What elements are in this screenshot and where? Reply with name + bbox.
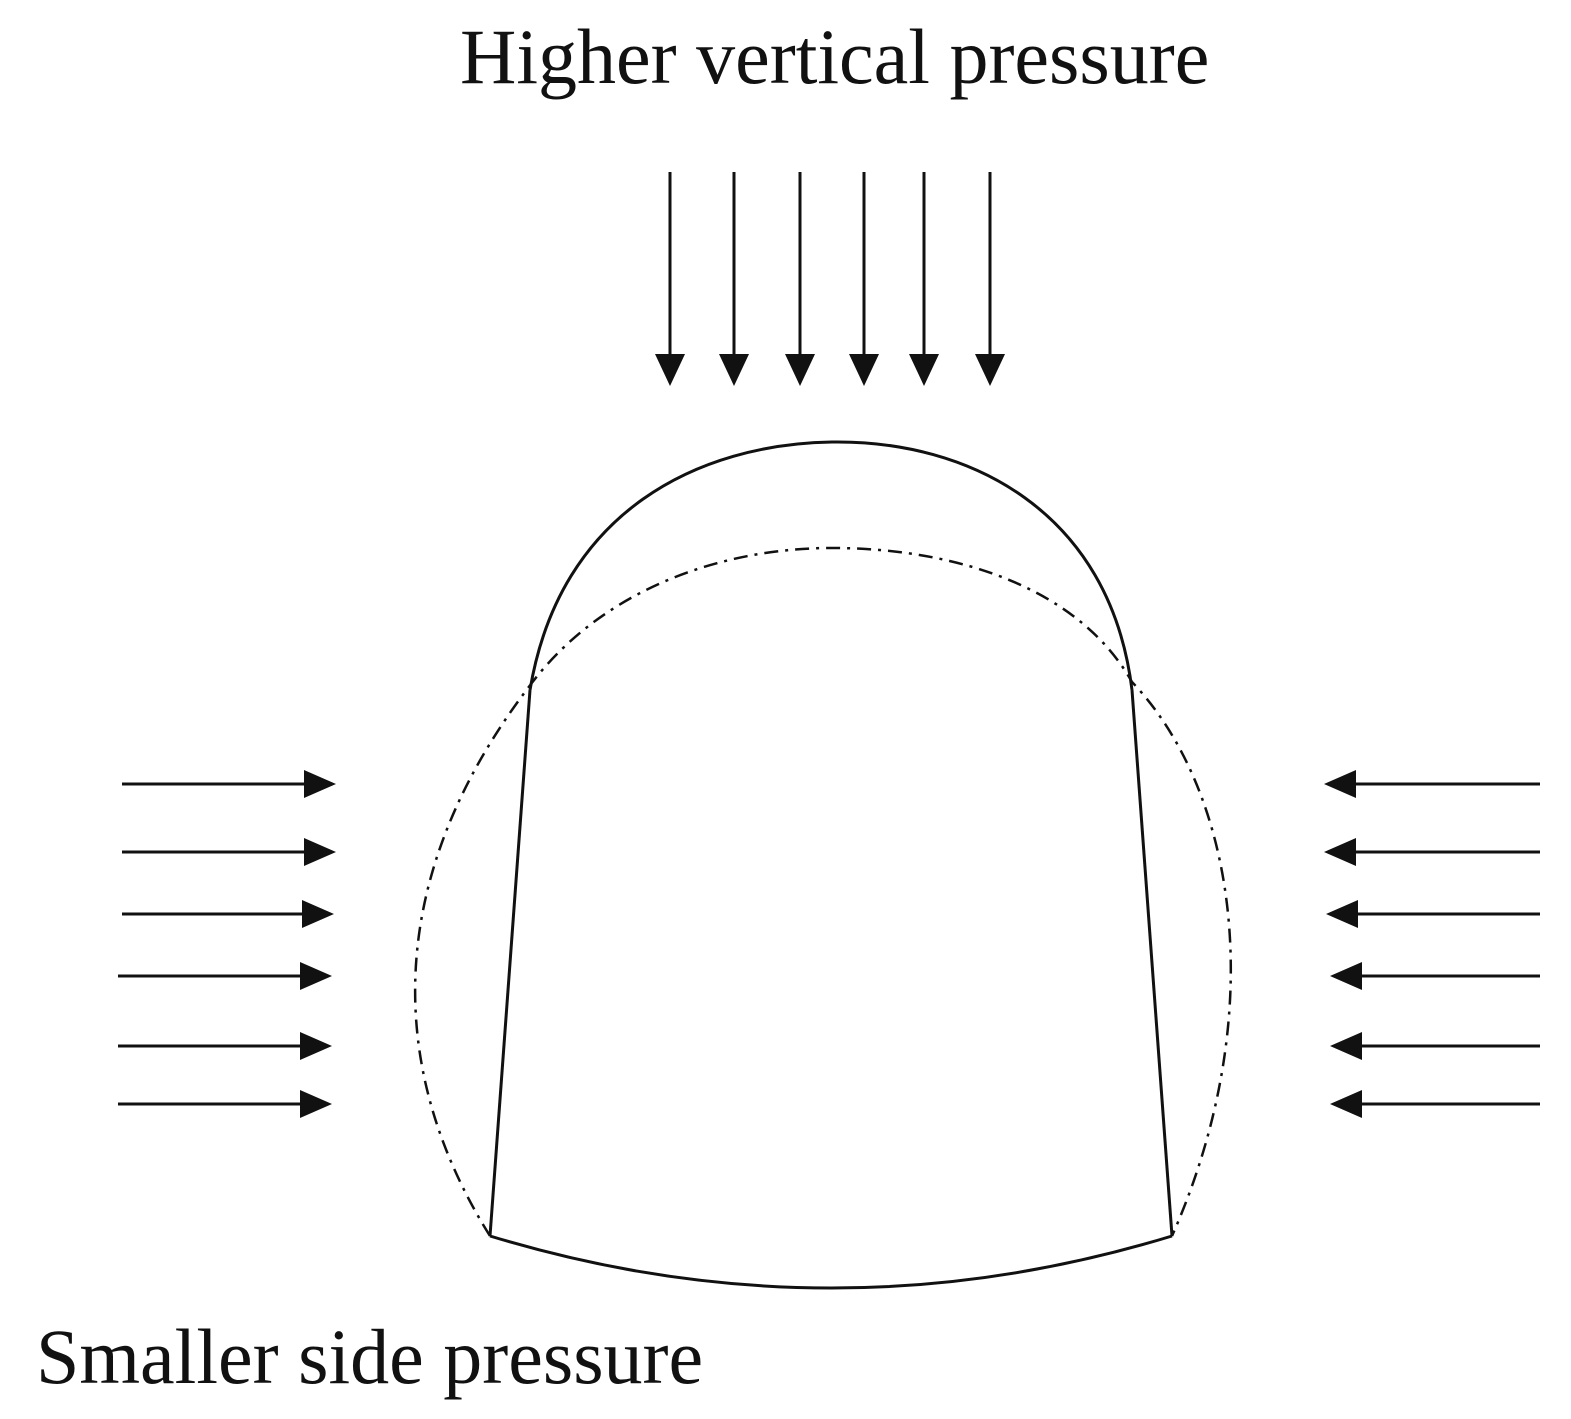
vertical-pressure-arrows [655, 172, 1005, 386]
side-pressure-arrow [122, 838, 336, 866]
vertical-pressure-label: Higher vertical pressure [460, 13, 1210, 100]
side-pressure-arrow [118, 1090, 332, 1118]
side-pressure-arrow [118, 962, 332, 990]
side-pressure-arrow [122, 900, 334, 928]
side-pressure-arrow [1326, 900, 1540, 928]
vertical-pressure-arrow [909, 172, 939, 386]
right-side-pressure-arrows [1324, 770, 1540, 1118]
original-section-outline [413, 546, 1233, 1237]
tunnel-crown-arch [528, 440, 1134, 691]
side-pressure-arrow [1330, 1032, 1540, 1060]
tunnel-right-wall [1130, 689, 1174, 1237]
side-pressure-label: Smaller side pressure [36, 1313, 704, 1400]
side-pressure-arrow [1324, 770, 1540, 798]
side-pressure-arrow [1324, 838, 1540, 866]
side-pressure-arrow [118, 1032, 332, 1060]
side-pressure-arrow [1330, 1090, 1540, 1118]
vertical-pressure-arrow [785, 172, 815, 386]
left-side-pressure-arrows [118, 770, 336, 1118]
tunnel-left-wall [488, 689, 532, 1237]
side-pressure-arrow [122, 770, 336, 798]
vertical-pressure-arrow [849, 172, 879, 386]
vertical-pressure-arrow [655, 172, 685, 386]
vertical-pressure-arrow [975, 172, 1005, 386]
tunnel-invert [489, 1234, 1173, 1290]
vertical-pressure-arrow [719, 172, 749, 386]
side-pressure-arrow [1330, 962, 1540, 990]
